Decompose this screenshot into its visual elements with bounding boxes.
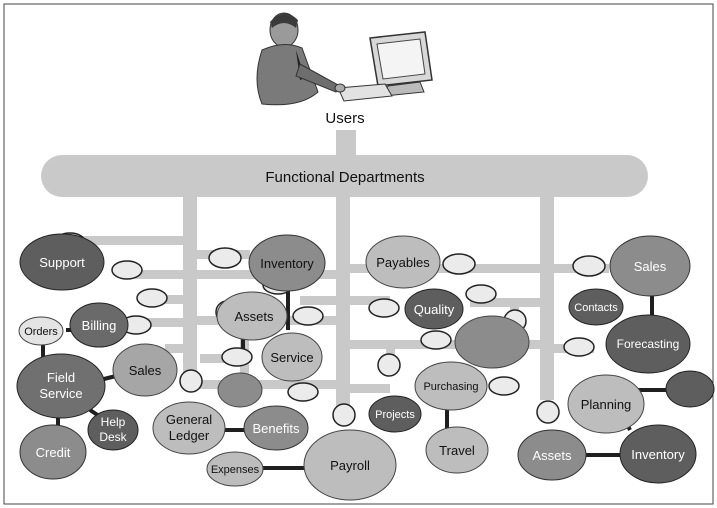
- svg-text:General: General: [166, 412, 212, 427]
- node-planning: Planning: [567, 374, 645, 434]
- svg-text:Field: Field: [47, 370, 75, 385]
- node-blank-right: [665, 370, 715, 408]
- node-travel: Travel: [425, 426, 489, 474]
- node-benefits: Benefits: [243, 405, 309, 451]
- svg-text:Service: Service: [39, 386, 82, 401]
- svg-text:Assets: Assets: [532, 448, 572, 463]
- node-assets-mid: Assets: [216, 291, 288, 341]
- node-help-desk: Help Desk: [87, 409, 139, 451]
- node-field-service: Field Service: [16, 353, 106, 419]
- svg-text:Quality: Quality: [414, 302, 455, 317]
- svg-text:Inventory: Inventory: [631, 447, 685, 462]
- node-orders: Orders: [18, 316, 64, 346]
- node-sales-left: Sales: [112, 343, 178, 397]
- node-general-ledger: General Ledger: [152, 401, 226, 455]
- functional-departments-bar: [41, 155, 648, 197]
- svg-text:Contacts: Contacts: [574, 302, 618, 314]
- svg-text:Support: Support: [39, 255, 85, 270]
- svg-text:Sales: Sales: [634, 259, 667, 274]
- functional-departments-label: Functional Departments: [265, 169, 424, 186]
- node-inventory-right: Inventory: [619, 424, 697, 484]
- users-label: Users: [325, 110, 364, 127]
- svg-text:Assets: Assets: [234, 309, 274, 324]
- person-at-computer-icon: [256, 12, 433, 106]
- svg-text:Payroll: Payroll: [330, 458, 370, 473]
- node-forecasting: Forecasting: [605, 314, 691, 374]
- svg-text:Inventory: Inventory: [260, 256, 314, 271]
- node-inventory-top: Inventory: [248, 234, 326, 292]
- node-payables: Payables: [365, 235, 441, 289]
- node-credit: Credit: [19, 424, 87, 480]
- svg-text:Orders: Orders: [24, 326, 58, 338]
- node-expenses: Expenses: [206, 451, 264, 487]
- svg-text:Desk: Desk: [99, 430, 127, 444]
- node-service: Service: [261, 332, 323, 382]
- node-blank-center: [454, 315, 530, 369]
- svg-text:Planning: Planning: [581, 397, 632, 412]
- svg-text:Purchasing: Purchasing: [423, 381, 478, 393]
- svg-text:Payables: Payables: [376, 255, 430, 270]
- node-sales-right: Sales: [609, 235, 691, 297]
- node-projects: Projects: [368, 395, 422, 433]
- node-contacts: Contacts: [568, 288, 624, 326]
- svg-text:Sales: Sales: [129, 363, 162, 378]
- svg-text:Help: Help: [101, 415, 126, 429]
- svg-text:Ledger: Ledger: [169, 428, 210, 443]
- node-support: Support: [19, 233, 105, 291]
- svg-text:Projects: Projects: [375, 409, 415, 421]
- svg-text:Travel: Travel: [439, 443, 475, 458]
- node-billing: Billing: [69, 302, 129, 348]
- svg-text:Service: Service: [270, 350, 313, 365]
- node-assets-right: Assets: [517, 429, 587, 481]
- node-purchasing: Purchasing: [414, 361, 488, 411]
- svg-text:Billing: Billing: [82, 318, 117, 333]
- node-quality: Quality: [404, 288, 464, 330]
- svg-text:Credit: Credit: [36, 445, 71, 460]
- svg-text:Expenses: Expenses: [211, 464, 260, 476]
- svg-text:Benefits: Benefits: [253, 421, 300, 436]
- svg-text:Forecasting: Forecasting: [617, 337, 680, 351]
- node-payroll: Payroll: [303, 429, 397, 501]
- node-blank-mid: [217, 372, 263, 408]
